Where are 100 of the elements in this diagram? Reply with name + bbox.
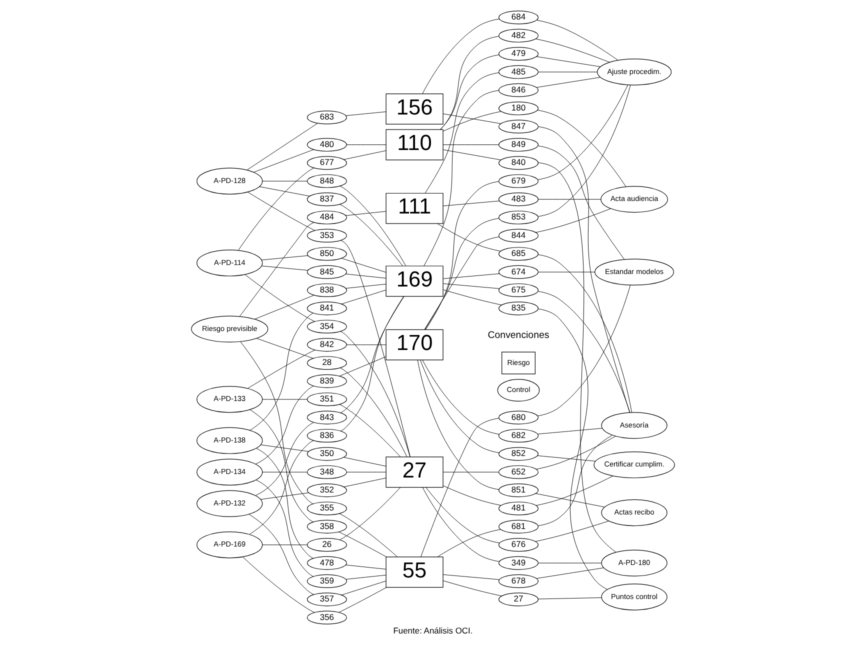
connector [254,294,314,320]
connector [338,404,400,458]
connector [442,144,499,145]
node-ellipse: 27 [498,592,538,606]
node-ellipse: 847 [498,120,538,134]
connector [442,485,501,506]
node-box: 169 [385,266,443,297]
node-ellipse: 841 [306,302,346,316]
connector [442,283,500,289]
connector [535,493,604,508]
connector [345,274,386,278]
connector [343,478,386,488]
connector [339,186,406,266]
connector [442,114,501,124]
node-ellipse: 844 [498,228,538,242]
node-ellipse: 357 [306,592,346,606]
node-ellipse: 679 [498,174,538,188]
connector [246,350,315,389]
node-ellipse: 845 [306,265,346,279]
connector [420,360,499,453]
node-ellipse: 837 [306,192,346,206]
node-box: 27 [385,456,443,488]
node-ellipse: 180 [498,102,538,116]
connector [442,574,500,580]
node-ellipse: 850 [306,247,346,261]
node-ellipse: 352 [306,484,346,498]
connector [422,487,499,562]
connector [238,222,314,317]
connector [246,123,318,170]
connector [256,338,313,359]
connector [535,476,613,506]
connector [440,36,499,130]
connector [536,436,616,470]
node-ellipse: 355 [306,502,346,516]
connector [346,144,386,145]
node-ellipse: 680 [498,410,538,424]
node-ellipse: 840 [498,156,538,170]
connector [442,289,502,306]
node-ellipse: 853 [498,210,538,224]
connector [537,84,628,180]
connector [538,597,602,600]
connector [338,487,400,540]
connector [416,360,499,490]
node-ellipse: 849 [498,138,538,152]
node-ellipse: 678 [498,574,538,588]
node-ellipse: 681 [498,520,538,534]
connector [536,77,600,88]
connector [262,399,307,400]
connector [345,564,386,570]
connector [345,284,386,289]
node-ellipse: 851 [498,484,538,498]
connector [534,208,610,233]
connector [260,255,308,260]
connector [338,356,386,376]
connector [260,266,308,271]
connector [345,574,386,580]
connector [439,54,499,130]
connector [343,150,386,160]
connector [340,240,410,458]
connector [536,56,600,67]
connector [536,455,596,462]
connector [536,110,626,187]
connector [338,587,386,613]
node-ellipse: 836 [306,428,346,443]
node-box: 111 [385,192,443,224]
node-ellipse: 354 [306,320,346,334]
connector [240,341,313,504]
node-box: 170 [385,329,443,360]
connector [242,556,314,613]
connector [254,386,314,464]
label: Convenciones [487,330,549,342]
connector [442,200,500,206]
connector [420,418,499,558]
connector [534,520,608,542]
node-ellipse: 677 [306,156,346,170]
node-ellipse: 485 [498,65,538,79]
node-ellipse: 685 [498,247,538,261]
connector [537,254,632,413]
caption: Fuente: Análisis OCI. [392,625,472,636]
connector [338,513,398,558]
connector [538,562,602,564]
connector [442,580,502,596]
node-ellipse: 348 [306,465,346,479]
connector [424,218,499,330]
connector [248,514,314,595]
node-ellipse: 484 [306,210,346,224]
node-ellipse: 351 [306,392,346,406]
connector [254,422,314,496]
node-ellipse: 483 [498,192,538,206]
node-ellipse: 684 [498,10,538,24]
node-ellipse: 480 [306,138,346,152]
node-box: 110 [385,129,443,160]
node-ellipse: 676 [498,538,538,552]
node-ellipse: 26 [306,538,346,552]
connector [442,111,501,132]
connector [340,368,407,458]
connector [537,428,602,434]
connector [262,180,307,182]
node-ellipse: 682 [498,428,538,443]
connector [255,448,313,559]
